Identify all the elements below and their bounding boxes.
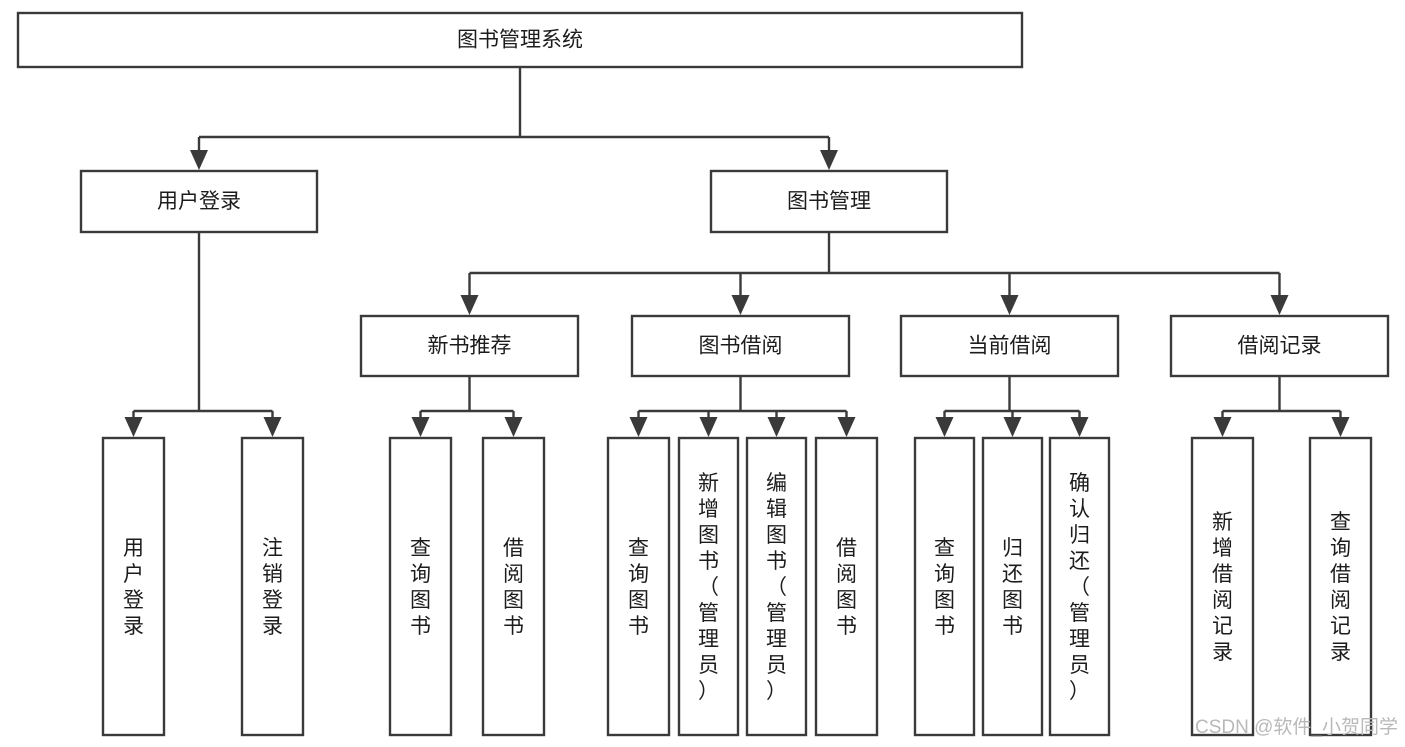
arrow-bm-to-borrow-record: [1270, 295, 1289, 315]
node-box-current-borrow: [899, 314, 1120, 378]
node-box-leaf-user-login: [101, 436, 166, 737]
node-leaf-borrow-book-recommend[interactable]: 借阅图书: [481, 436, 546, 737]
arrow-user-login-to-leaf-user-login: [124, 417, 143, 437]
node-label-leaf-confirm-return-admin: 确认归还（管理员）: [1069, 472, 1090, 703]
node-label-leaf-query-book-borrow: 查询图书: [628, 537, 649, 638]
node-layer: 图书管理系统用户登录图书管理新书推荐图书借阅当前借阅借阅记录用户登录注销登录查询…: [16, 11, 1390, 737]
node-label-current-borrow: 当前借阅: [968, 335, 1052, 358]
node-label-borrow-record: 借阅记录: [1238, 335, 1322, 358]
node-label-leaf-query-book-recommend: 查询图书: [410, 537, 431, 638]
arrow-borrow-record-to-leaf-add-borrow-record: [1213, 417, 1232, 437]
node-book-management[interactable]: 图书管理: [709, 169, 949, 234]
node-label-new-book-recommend: 新书推荐: [428, 335, 512, 358]
node-leaf-query-book-current[interactable]: 查询图书: [913, 436, 976, 737]
node-box-book-management: [709, 169, 949, 234]
arrow-bm-to-new-book-recommend: [460, 295, 479, 315]
node-label-root: 图书管理系统: [457, 29, 583, 52]
node-leaf-logout[interactable]: 注销登录: [240, 436, 305, 737]
node-leaf-add-book-admin[interactable]: 新增图书（管理员）: [677, 436, 740, 737]
arrow-book-borrow-to-leaf-edit-book-admin: [767, 417, 786, 437]
arrow-current-borrow-to-leaf-return-book: [1003, 417, 1022, 437]
node-box-leaf-borrow-book: [814, 436, 879, 737]
node-leaf-confirm-return-admin[interactable]: 确认归还（管理员）: [1048, 436, 1111, 737]
node-leaf-borrow-book[interactable]: 借阅图书: [814, 436, 879, 737]
arrow-bm-to-current-borrow: [1000, 295, 1019, 315]
node-label-book-borrow: 图书借阅: [699, 335, 783, 358]
arrow-book-borrow-to-leaf-add-book-admin: [699, 417, 718, 437]
node-leaf-query-borrow-record[interactable]: 查询借阅记录: [1308, 436, 1373, 737]
node-leaf-user-login[interactable]: 用户登录: [101, 436, 166, 737]
node-leaf-query-book-recommend[interactable]: 查询图书: [388, 436, 453, 737]
node-box-leaf-query-book-borrow: [606, 436, 671, 737]
node-label-leaf-query-book-current: 查询图书: [934, 537, 955, 638]
arrow-borrow-record-to-leaf-query-borrow-record: [1331, 417, 1350, 437]
node-label-leaf-return-book: 归还图书: [1002, 537, 1023, 638]
node-box-leaf-edit-book-admin: [745, 436, 808, 737]
node-box-book-borrow: [630, 314, 851, 378]
node-new-book-recommend[interactable]: 新书推荐: [359, 314, 580, 378]
node-box-leaf-confirm-return-admin: [1048, 436, 1111, 737]
arrow-new-book-recommend-to-leaf-query-book-recommend: [411, 417, 430, 437]
node-box-leaf-add-book-admin: [677, 436, 740, 737]
node-current-borrow[interactable]: 当前借阅: [899, 314, 1120, 378]
arrow-user-login-to-leaf-logout: [263, 417, 282, 437]
node-box-borrow-record: [1169, 314, 1390, 378]
node-label-book-management: 图书管理: [787, 190, 871, 213]
node-leaf-return-book[interactable]: 归还图书: [981, 436, 1044, 737]
node-user-login[interactable]: 用户登录: [79, 169, 319, 234]
node-box-leaf-borrow-book-recommend: [481, 436, 546, 737]
arrow-book-borrow-to-leaf-borrow-book: [837, 417, 856, 437]
arrow-root-to-user-login: [190, 150, 208, 170]
node-leaf-query-book-borrow[interactable]: 查询图书: [606, 436, 671, 737]
node-label-leaf-borrow-book: 借阅图书: [836, 537, 857, 638]
node-box-user-login: [79, 169, 319, 234]
node-box-leaf-add-borrow-record: [1190, 436, 1255, 737]
arrow-current-borrow-to-leaf-confirm-return-admin: [1070, 417, 1089, 437]
node-box-leaf-query-book-recommend: [388, 436, 453, 737]
node-label-leaf-add-book-admin: 新增图书（管理员）: [698, 472, 719, 703]
node-leaf-add-borrow-record[interactable]: 新增借阅记录: [1190, 436, 1255, 737]
arrow-current-borrow-to-leaf-query-book-current: [935, 417, 954, 437]
arrow-bm-to-book-borrow: [731, 295, 750, 315]
arrow-book-borrow-to-leaf-query-book-borrow: [629, 417, 648, 437]
node-box-leaf-return-book: [981, 436, 1044, 737]
node-label-leaf-edit-book-admin: 编辑图书（管理员）: [766, 472, 787, 703]
node-label-user-login: 用户登录: [157, 190, 241, 213]
node-box-root: [16, 11, 1024, 69]
node-box-leaf-query-borrow-record: [1308, 436, 1373, 737]
node-borrow-record[interactable]: 借阅记录: [1169, 314, 1390, 378]
node-book-borrow[interactable]: 图书借阅: [630, 314, 851, 378]
arrow-new-book-recommend-to-leaf-borrow-book-recommend: [504, 417, 523, 437]
node-label-leaf-logout: 注销登录: [262, 537, 283, 638]
node-box-leaf-query-book-current: [913, 436, 976, 737]
node-label-leaf-user-login: 用户登录: [123, 537, 144, 638]
node-label-leaf-add-borrow-record: 新增借阅记录: [1212, 511, 1233, 664]
node-leaf-edit-book-admin[interactable]: 编辑图书（管理员）: [745, 436, 808, 737]
connector-layer: [124, 67, 1350, 437]
csdn-watermark: CSDN @软件_小贺同学: [1195, 716, 1398, 738]
node-label-leaf-query-borrow-record: 查询借阅记录: [1330, 511, 1351, 664]
node-box-new-book-recommend: [359, 314, 580, 378]
arrow-root-to-book-management: [820, 150, 838, 170]
node-label-leaf-borrow-book-recommend: 借阅图书: [503, 537, 524, 638]
node-root[interactable]: 图书管理系统: [16, 11, 1024, 69]
node-box-leaf-logout: [240, 436, 305, 737]
